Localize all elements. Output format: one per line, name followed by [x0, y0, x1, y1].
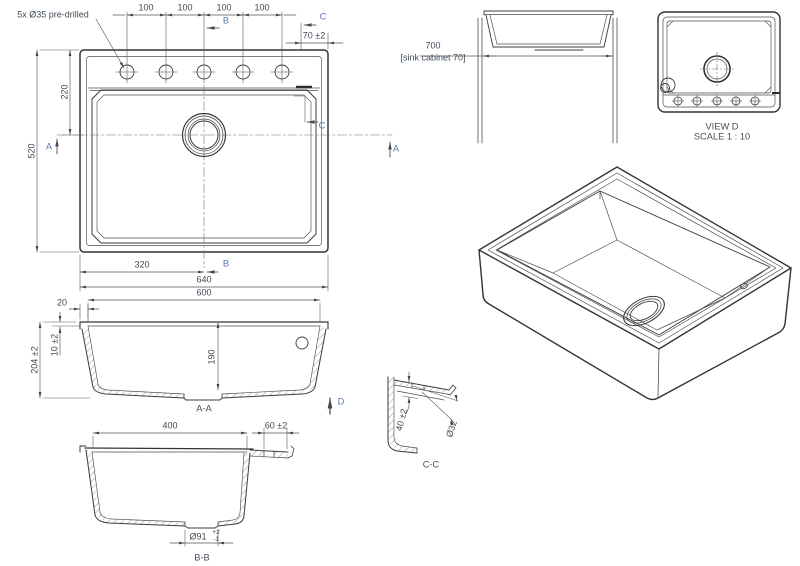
dim-100-2: 100	[177, 2, 193, 13]
dim-190: 190	[206, 349, 217, 365]
section-marker-b-top: B	[222, 15, 230, 26]
top-view-drawing	[35, 11, 393, 322]
cabinet-view-drawing	[419, 10, 618, 144]
dim-520: 520	[26, 143, 37, 159]
view-d-scale: SCALE 1 : 10	[693, 131, 751, 142]
dim-600: 600	[196, 287, 212, 298]
dim-320: 320	[134, 259, 150, 270]
section-cc-label: C-C	[422, 459, 440, 470]
isometric-view-drawing	[478, 166, 792, 401]
dim-220: 220	[59, 84, 70, 100]
section-marker-a-right: A	[392, 143, 400, 154]
section-aa-label: A-A	[196, 403, 212, 414]
view-d-title: VIEW D	[705, 121, 739, 132]
dim-100-3: 100	[216, 2, 232, 13]
section-marker-c-top: C	[319, 11, 327, 22]
section-marker-a-left: A	[45, 141, 53, 152]
section-cc-drawing	[387, 371, 459, 454]
view-d-drawing	[657, 11, 781, 113]
dim-91-tol-plus: +2	[212, 528, 220, 536]
dim-diameter-91: Ø91	[189, 531, 207, 542]
cabinet-note: [sink cabinet 70]	[400, 52, 466, 63]
view-d-arrow-label: D	[337, 396, 345, 407]
dim-700: 700	[425, 40, 441, 51]
dim-100-1: 100	[138, 2, 154, 13]
section-aa-drawing	[38, 303, 333, 415]
dim-640: 640	[196, 274, 212, 285]
dim-60: 60 ±2	[264, 420, 288, 431]
predrilled-note: 5x Ø35 pre-drilled	[17, 9, 89, 20]
dim-10: 10 ±2	[49, 333, 60, 357]
dim-204: 204 ±2	[29, 346, 40, 374]
dim-70: 70 ±2	[302, 30, 326, 41]
dim-400: 400	[162, 420, 178, 431]
section-bb-label: B-B	[194, 552, 210, 563]
section-marker-b-bottom: B	[222, 258, 230, 269]
section-marker-c-inner: C	[318, 120, 326, 131]
section-bb-drawing	[79, 427, 300, 547]
dim-100-4: 100	[254, 2, 270, 13]
dim-91-tol-minus: -1	[213, 535, 219, 543]
dim-20: 20	[56, 297, 68, 308]
